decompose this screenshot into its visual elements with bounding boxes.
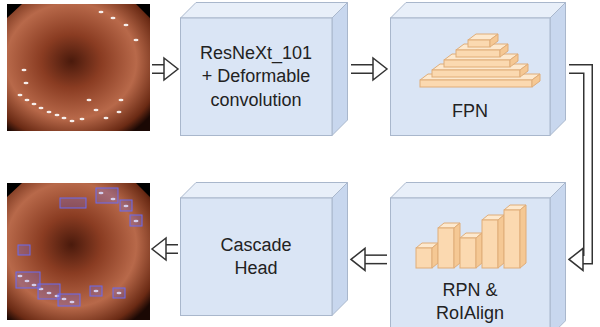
box-label: Cascade Head [197, 234, 315, 281]
arrow-head [569, 248, 583, 270]
hollow-arrow [152, 238, 178, 260]
cube-top [391, 183, 566, 199]
cube-side [332, 3, 348, 136]
box-face: Cascade Head [180, 198, 332, 316]
process-box: ResNeXt_101 + Deformable convolution [180, 2, 348, 136]
output-image [7, 183, 150, 320]
cube-side [550, 3, 566, 136]
input-image [7, 4, 150, 131]
flow-arrow [351, 58, 387, 80]
cube-top [181, 183, 348, 199]
cube-front [391, 18, 551, 136]
cube-top [181, 3, 348, 19]
process-box: FPN [390, 2, 566, 136]
box-face: RPN & RoIAlign [390, 198, 550, 327]
process-box: RPN & RoIAlign [390, 182, 566, 327]
cube-front [391, 198, 551, 327]
box-face: ResNeXt_101 + Deformable convolution [180, 18, 332, 136]
arrow-outline [569, 69, 588, 259]
cube-front [181, 18, 333, 136]
box-face: FPN [390, 18, 550, 136]
hollow-arrow [152, 58, 178, 80]
arrow-head [351, 248, 365, 270]
arrow-outline [351, 64, 375, 74]
cube-side [332, 183, 348, 316]
box-label: ResNeXt_101 + Deformable convolution [197, 42, 315, 112]
arrow-head [373, 58, 387, 80]
bars-illustration [390, 198, 542, 270]
cube-front [181, 198, 333, 316]
process-box: Cascade Head [180, 182, 348, 316]
cube-top [391, 3, 566, 19]
arrow-fill [363, 256, 387, 263]
cube-side [550, 183, 566, 327]
arrow-fill [569, 69, 588, 259]
box-label: FPN [452, 100, 488, 123]
arrow-outline [363, 254, 387, 264]
box-label: RPN & RoIAlign [407, 279, 533, 326]
flow-arrow [569, 69, 588, 270]
arrow-fill [351, 66, 375, 73]
pyramid-illustration [390, 18, 542, 90]
flow-arrow [351, 248, 387, 270]
